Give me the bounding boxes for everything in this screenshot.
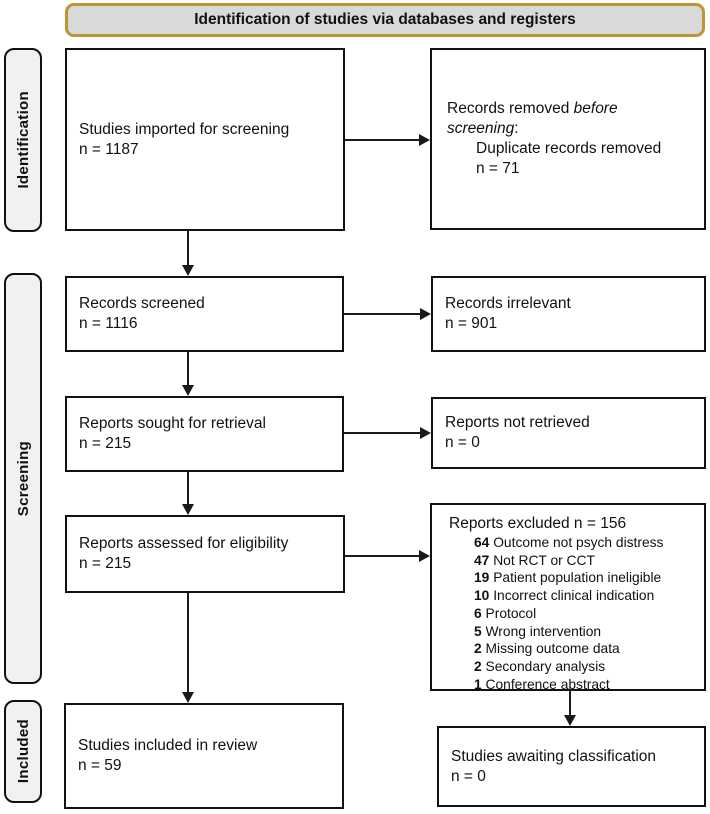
stage-label-included: Included	[4, 700, 42, 803]
excluded-reason: 1 Conference abstract	[474, 676, 610, 692]
box-removed-line1: Records removed before	[447, 100, 618, 117]
box-studies-imported: Studies imported for screening n = 1187	[65, 48, 345, 231]
box-studies-included-line1: Studies included in review	[78, 737, 258, 754]
arrow-imported-to-removed	[345, 134, 430, 146]
excluded-reason: 64 Outcome not psych distress	[474, 535, 664, 550]
box-records-irrelevant-count: n = 901	[445, 315, 498, 332]
box-studies-awaiting-count: n = 0	[451, 767, 486, 785]
excluded-reason: 2 Secondary analysis	[474, 658, 606, 674]
box-records-screened-line1: Records screened	[79, 295, 205, 312]
banner-title: Identification of studies via databases …	[194, 11, 576, 28]
excluded-reason: 19 Patient population ineligible	[474, 570, 662, 586]
box-reports-not-retrieved-count: n = 0	[445, 434, 480, 451]
box-reports-sought-line1: Reports sought for retrieval	[79, 415, 266, 432]
excluded-reason: 47 Not RCT or CCT	[474, 552, 595, 568]
arrow-excluded-to-awaiting	[564, 691, 576, 726]
box-studies-imported-line1: Studies imported for screening	[79, 120, 290, 138]
stage-label-screening: Screening	[4, 273, 42, 684]
box-reports-sought: Reports sought for retrieval n = 215	[65, 396, 344, 472]
stage-label-included-text: Included	[14, 719, 32, 784]
box-records-screened: Records screened n = 1116	[65, 276, 344, 352]
arrow-sought-to-assessed	[182, 472, 194, 515]
box-removed-line2: screening:	[447, 120, 519, 137]
arrow-sought-to-not-retrieved	[344, 427, 431, 439]
stage-label-identification-text: Identification	[14, 91, 32, 189]
excluded-reason-list: 64 Outcome not psych distress 47 Not RCT…	[474, 534, 700, 693]
box-records-irrelevant-line1: Records irrelevant	[445, 295, 571, 312]
arrow-screened-to-sought	[182, 352, 194, 396]
box-studies-included-count: n = 59	[78, 757, 122, 774]
box-reports-assessed-line1: Reports assessed for eligibility	[79, 535, 289, 552]
arrow-assessed-to-excluded	[345, 550, 430, 562]
box-studies-awaiting-line1: Studies awaiting classification	[451, 747, 657, 765]
excluded-reason: 10 Incorrect clinical indication	[474, 588, 655, 604]
banner-databases-registers: Identification of studies via databases …	[65, 3, 705, 37]
box-reports-assessed-count: n = 215	[79, 555, 132, 572]
excluded-reason: 2 Missing outcome data	[474, 641, 620, 657]
box-reports-excluded: Reports excluded n = 156 64 Outcome not …	[430, 503, 706, 693]
stage-label-screening-text: Screening	[14, 440, 32, 517]
box-records-irrelevant: Records irrelevant n = 901	[431, 276, 706, 352]
box-reports-not-retrieved: Reports not retrieved n = 0	[431, 397, 706, 469]
arrow-screened-to-irrelevant	[344, 308, 431, 320]
excluded-reason: 6 Protocol	[474, 605, 537, 621]
excluded-reason: 5 Wrong intervention	[474, 623, 602, 639]
box-reports-not-retrieved-line1: Reports not retrieved	[445, 414, 590, 431]
box-studies-awaiting: Studies awaiting classification n = 0	[437, 726, 706, 807]
box-removed-duplicates: Duplicate records removed	[476, 140, 662, 157]
arrow-assessed-to-included	[182, 593, 194, 703]
box-reports-assessed: Reports assessed for eligibility n = 215	[65, 515, 345, 593]
box-reports-excluded-header: Reports excluded n = 156	[449, 515, 627, 532]
box-studies-included: Studies included in review n = 59	[64, 703, 344, 809]
box-removed-count: n = 71	[476, 160, 520, 177]
box-records-screened-count: n = 1116	[79, 315, 138, 332]
box-records-removed-before-screening: Records removed before screening: Duplic…	[430, 48, 706, 230]
arrow-imported-to-screened	[182, 231, 194, 276]
box-studies-imported-count: n = 1187	[79, 140, 139, 158]
box-reports-sought-count: n = 215	[79, 435, 132, 452]
stage-label-identification: Identification	[4, 48, 42, 232]
